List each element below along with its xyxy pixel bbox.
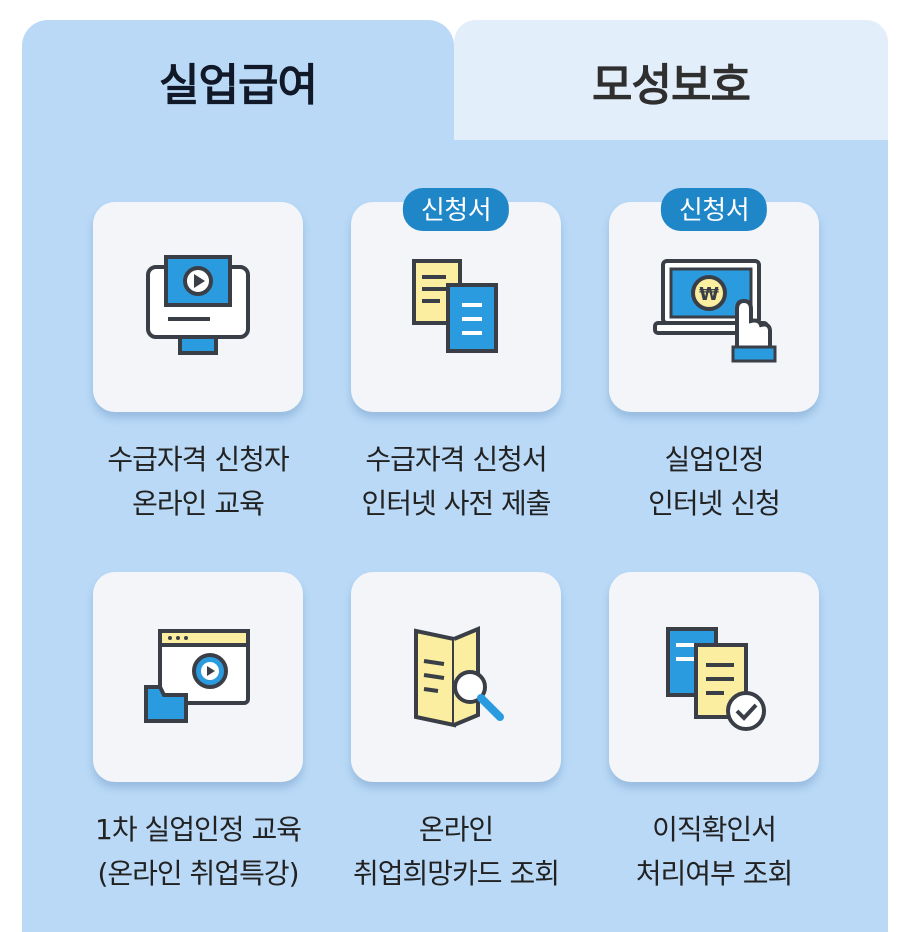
browser-video-folder-icon (138, 617, 258, 737)
menu-item-label: 이직확인서 처리여부 조회 (635, 813, 793, 890)
svg-text:₩: ₩ (699, 284, 719, 305)
menu-item-application-submit[interactable]: 신청서 수급자격 신청서 인터넷 사전 제출 (326, 188, 586, 526)
documents-check-icon (654, 617, 774, 737)
menu-item-unemployment-recognition[interactable]: 신청서 ₩ 실업인정 인터넷 신청 (584, 188, 844, 526)
menu-item-separation-confirmation[interactable]: 이직확인서 처리여부 조회 (584, 572, 844, 896)
service-tab-container: 실업급여 모성보호 수급자격 신청자 온라인 교육 신청서 (22, 20, 888, 932)
monitor-play-icon (138, 247, 258, 367)
menu-card[interactable]: 신청서 ₩ (609, 188, 819, 412)
menu-item-label: 실업인정 인터넷 신청 (648, 443, 781, 520)
menu-card[interactable]: 신청서 (351, 188, 561, 412)
tab-maternity-protection[interactable]: 모성보호 (454, 20, 888, 142)
menu-item-online-education[interactable]: 수급자격 신청자 온라인 교육 (68, 202, 328, 526)
menu-item-label: 수급자격 신청서 인터넷 사전 제출 (361, 443, 551, 520)
documents-icon (396, 247, 516, 367)
document-search-icon (396, 617, 516, 737)
menu-item-label: 1차 실업인정 교육 (온라인 취업특강) (95, 813, 302, 890)
application-badge: 신청서 (402, 188, 510, 231)
menu-card[interactable] (351, 572, 561, 782)
laptop-touch-won-icon: ₩ (649, 247, 779, 367)
tab-unemployment-benefit[interactable]: 실업급여 (22, 20, 454, 142)
menu-card[interactable] (93, 202, 303, 412)
menu-item-first-recognition-education[interactable]: 1차 실업인정 교육 (온라인 취업특강) (68, 572, 328, 896)
application-badge: 신청서 (660, 188, 768, 231)
menu-card[interactable] (93, 572, 303, 782)
menu-card[interactable] (609, 572, 819, 782)
menu-item-job-hope-card[interactable]: 온라인 취업희망카드 조회 (326, 572, 586, 896)
menu-item-label: 온라인 취업희망카드 조회 (353, 813, 560, 890)
menu-item-label: 수급자격 신청자 온라인 교육 (107, 443, 289, 520)
